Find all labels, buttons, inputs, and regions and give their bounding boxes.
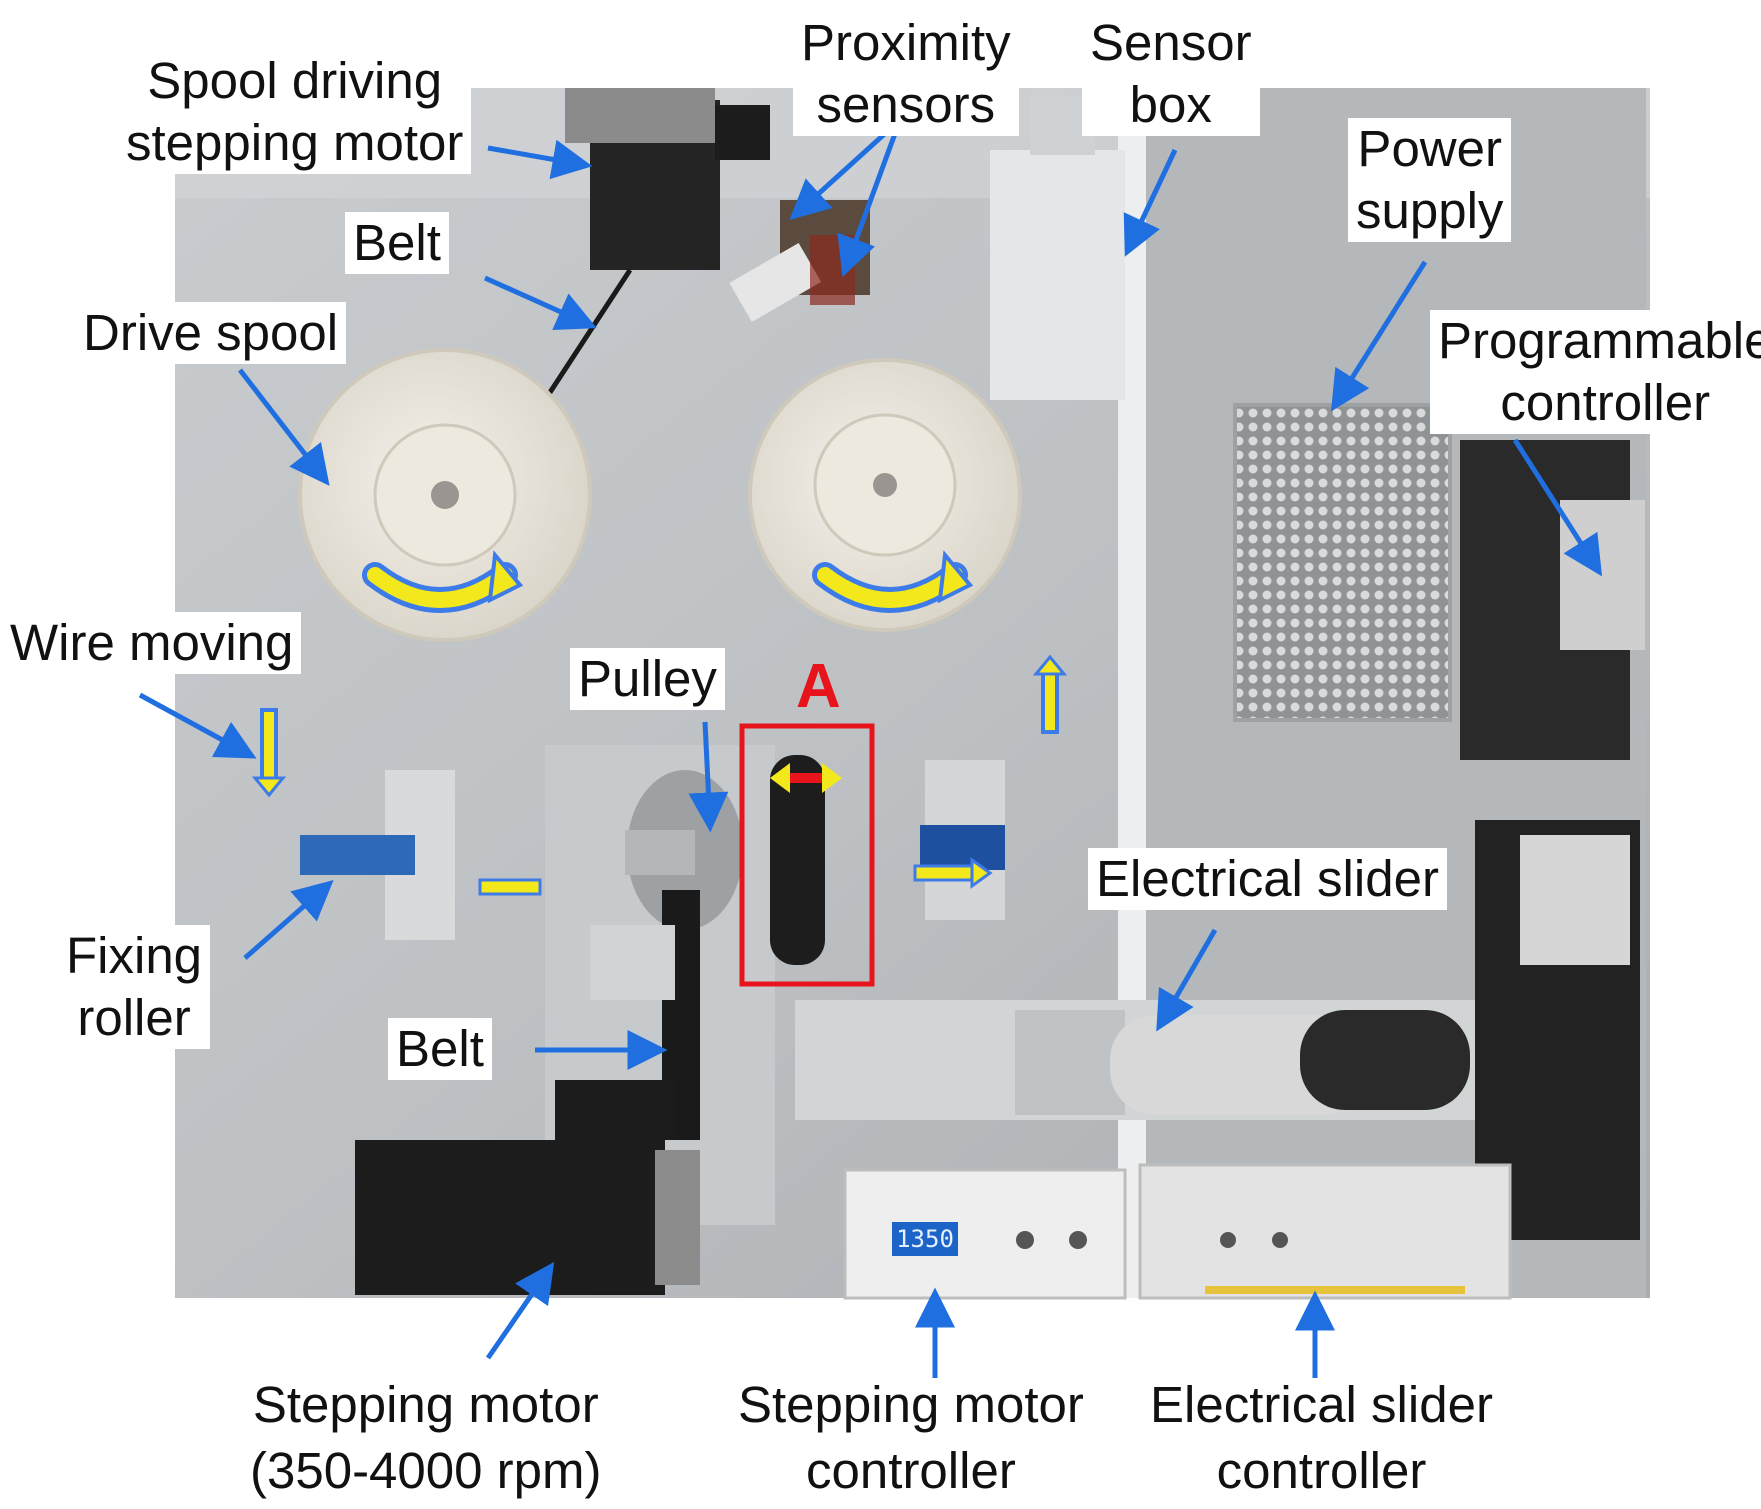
electrical-slider-controller-shape (1138, 1163, 1512, 1300)
label-electrical-slider-controller: Electrical slider controller (1150, 1376, 1493, 1499)
double-headed-arrow-icon (770, 763, 842, 793)
region-a-label: A (796, 652, 841, 721)
stepping-motor-shape (355, 1080, 700, 1295)
label-belt-top: Belt (345, 212, 449, 274)
label-spool-driving-motor: Spool driving stepping motor (118, 50, 472, 174)
label-drive-spool: Drive spool (75, 302, 347, 364)
arrow-prox-2 (837, 119, 903, 278)
arrow-controller (1512, 438, 1603, 577)
arrow-pulley (688, 721, 729, 833)
label-fixing-roller: Fixing roller (58, 925, 211, 1049)
programmable-controller-shape (1460, 440, 1645, 1240)
label-stepping-motor: Stepping motor (350-4000 rpm) (250, 1376, 602, 1499)
arrow-electrical-slider (1156, 928, 1218, 1032)
spool-stepping-motor-shape (565, 88, 770, 270)
arrow-fixing-roller (243, 880, 334, 960)
label-electrical-slider: Electrical slider (1088, 848, 1447, 910)
label-proximity-sensors: Proximity sensors (793, 12, 1019, 136)
electrical-slider-shape (1015, 1010, 1470, 1115)
arrow-belt-top (483, 275, 597, 330)
label-pulley: Pulley (570, 648, 725, 710)
fixing-roller-shape (300, 770, 455, 940)
label-stepping-motor-controller: Stepping motor controller (738, 1376, 1084, 1499)
arrow-stepping-motor (485, 1261, 555, 1360)
second-spool-shape (748, 358, 1022, 632)
controller-display-readout: 1350 (896, 1225, 954, 1253)
arrow-wire-moving (138, 692, 257, 759)
stepping-motor-controller-shape (843, 1168, 1127, 1300)
label-programmable-controller: Programmable controller (1430, 310, 1761, 434)
arrow-spool-motor (487, 139, 593, 180)
label-power-supply: Power supply (1348, 118, 1512, 242)
label-belt-bottom: Belt (388, 1018, 492, 1080)
region-a-highlight-box (739, 723, 875, 987)
sensor-box-shape (990, 150, 1125, 400)
power-supply-shape (1235, 405, 1450, 720)
label-wire-moving: Wire moving (2, 612, 302, 674)
wire-motion-arrows (251, 654, 1068, 896)
arrow-power-supply (1331, 260, 1428, 412)
arrow-drive-spool (238, 368, 330, 486)
label-sensor-box: Sensor box (1082, 12, 1260, 136)
arrow-sensor-box (1123, 148, 1178, 257)
